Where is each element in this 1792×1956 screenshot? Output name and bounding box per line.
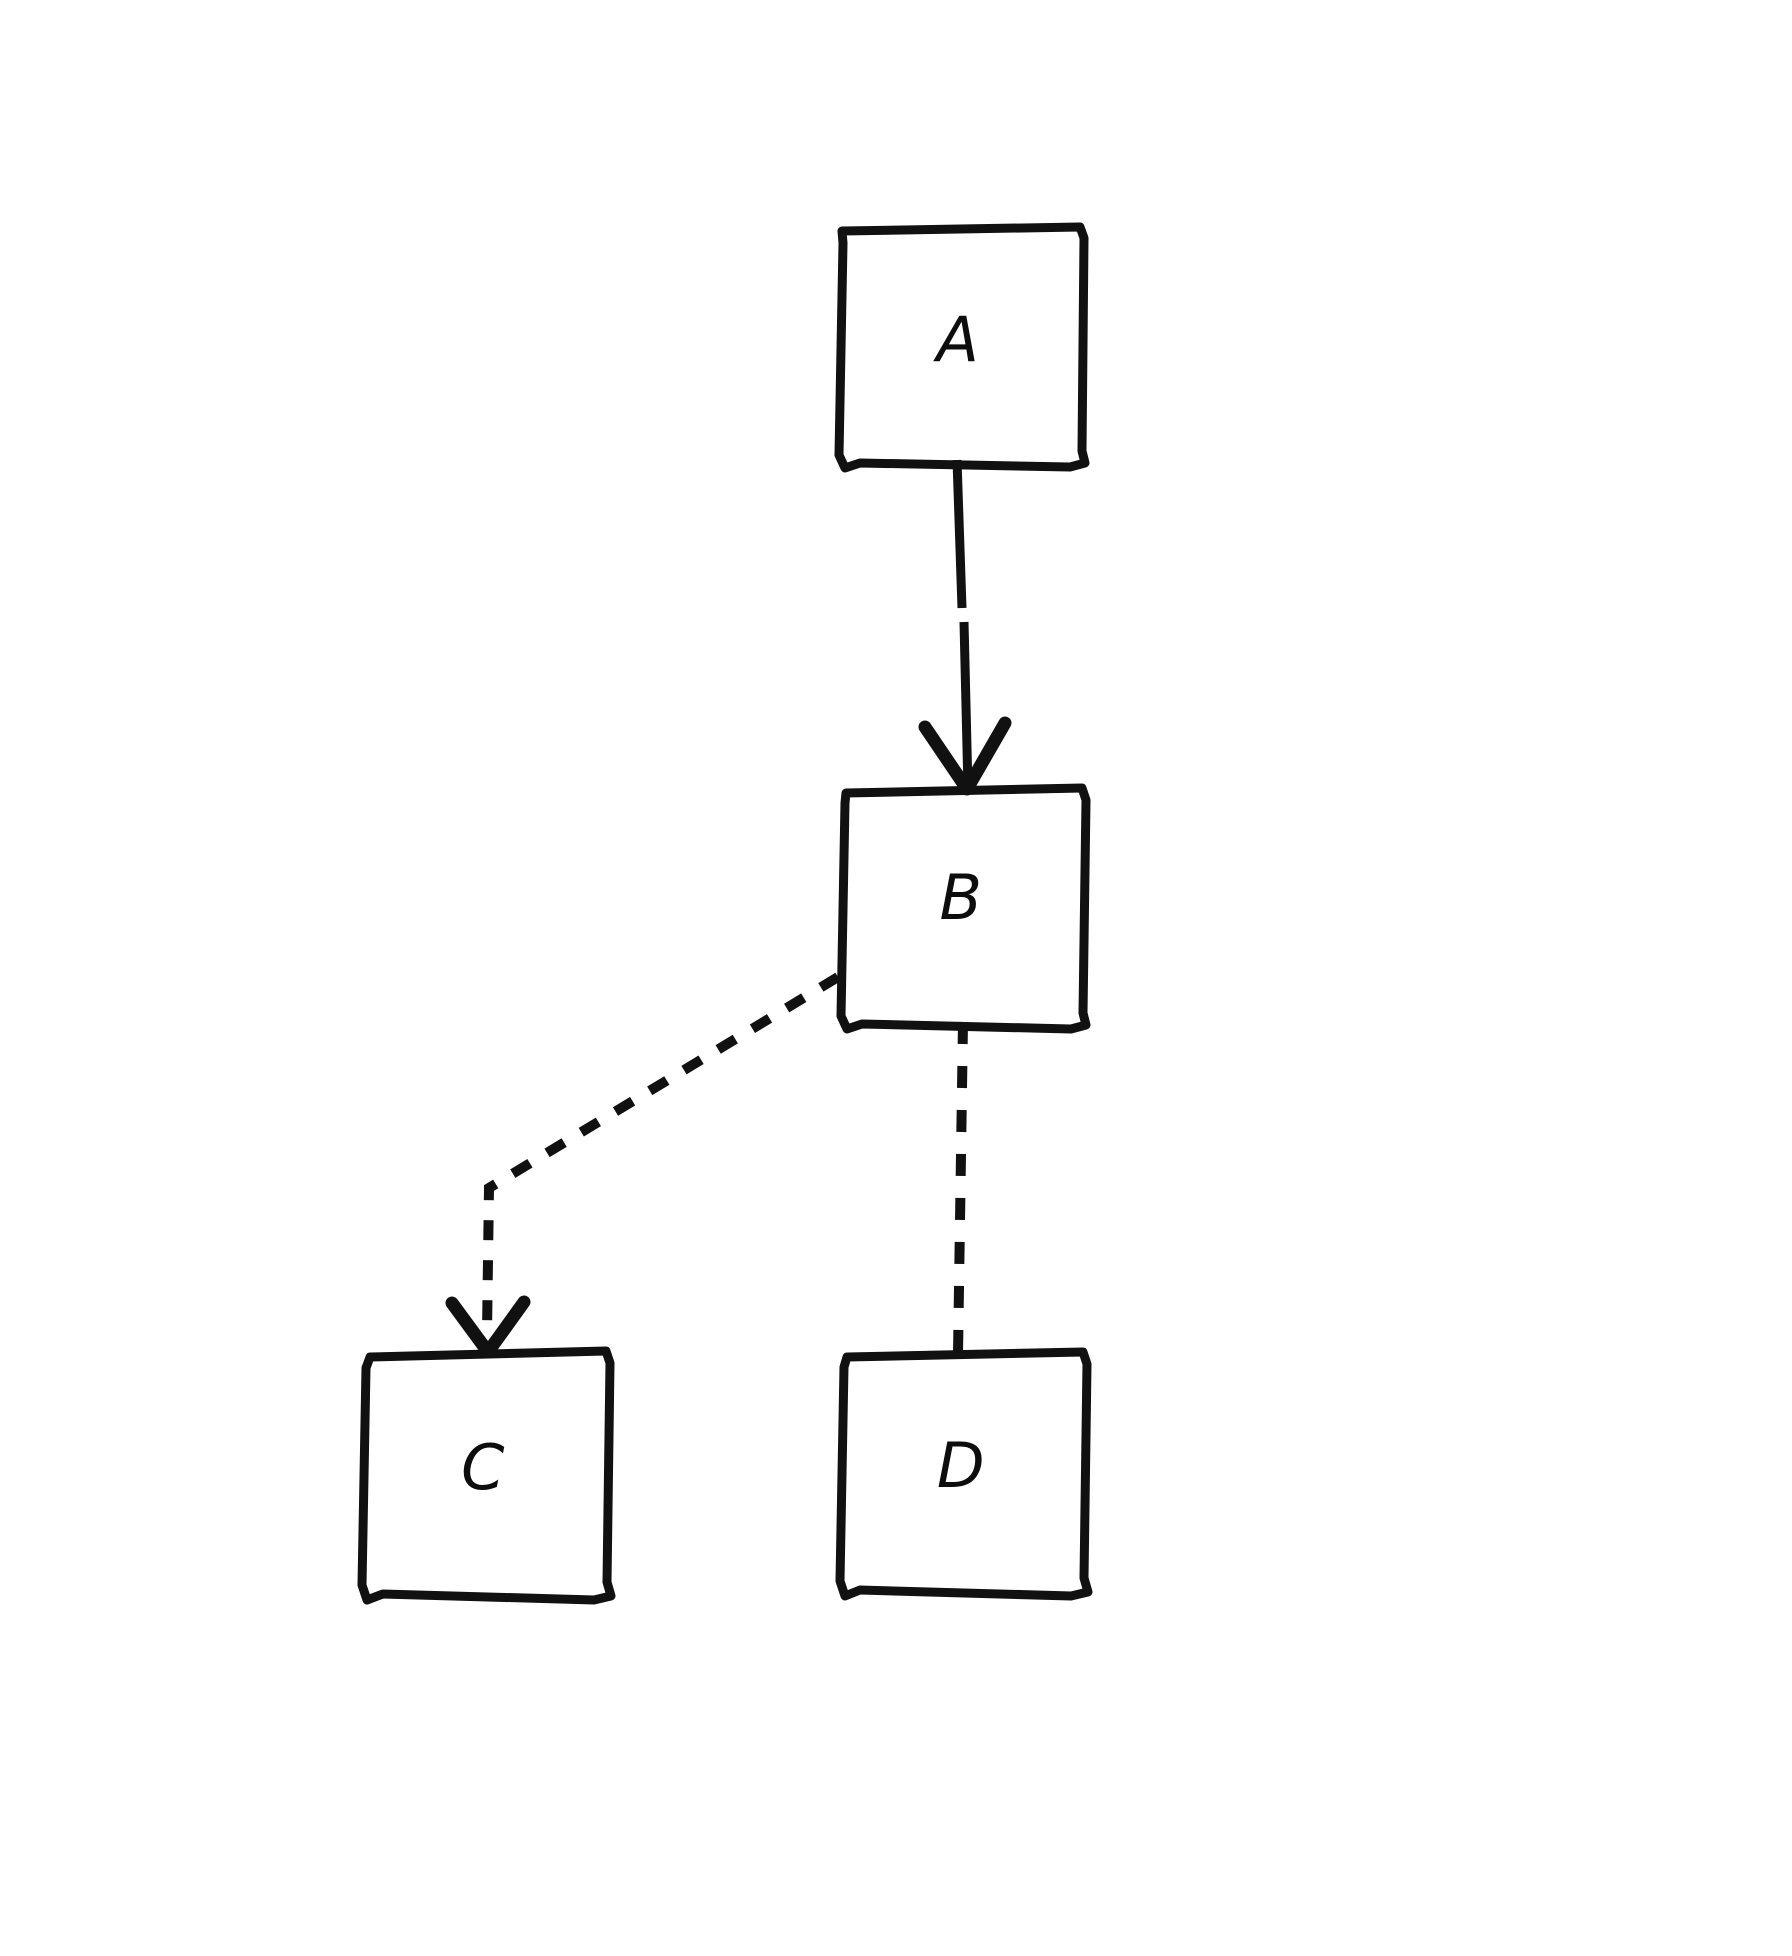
edge-b-to-c[interactable] (445, 972, 841, 1359)
node-b-label: B (939, 861, 982, 934)
node-a[interactable]: A (834, 222, 1090, 473)
node-c[interactable]: C (357, 1346, 616, 1605)
node-b-border (836, 783, 1091, 1034)
edge-b-to-c-arrowhead (445, 1295, 531, 1359)
node-d-label: D (937, 1429, 985, 1502)
node-b[interactable]: B (836, 783, 1091, 1034)
node-d[interactable]: D (835, 1347, 1093, 1601)
edge-a-to-b-line (952, 459, 967, 609)
node-a-label: A (933, 303, 980, 376)
edge-b-to-d-line (953, 1021, 968, 1355)
edge-b-to-d[interactable] (953, 1021, 968, 1355)
node-c-border (357, 1346, 616, 1605)
edge-a-to-b-line-2 (959, 621, 973, 791)
edge-a-to-b[interactable] (918, 459, 1012, 796)
node-a-border (834, 222, 1090, 473)
node-d-border (835, 1347, 1093, 1601)
edge-a-to-b-arrowhead (918, 716, 1012, 796)
node-c-label: C (461, 1431, 505, 1504)
edge-b-to-c-line (482, 972, 841, 1333)
